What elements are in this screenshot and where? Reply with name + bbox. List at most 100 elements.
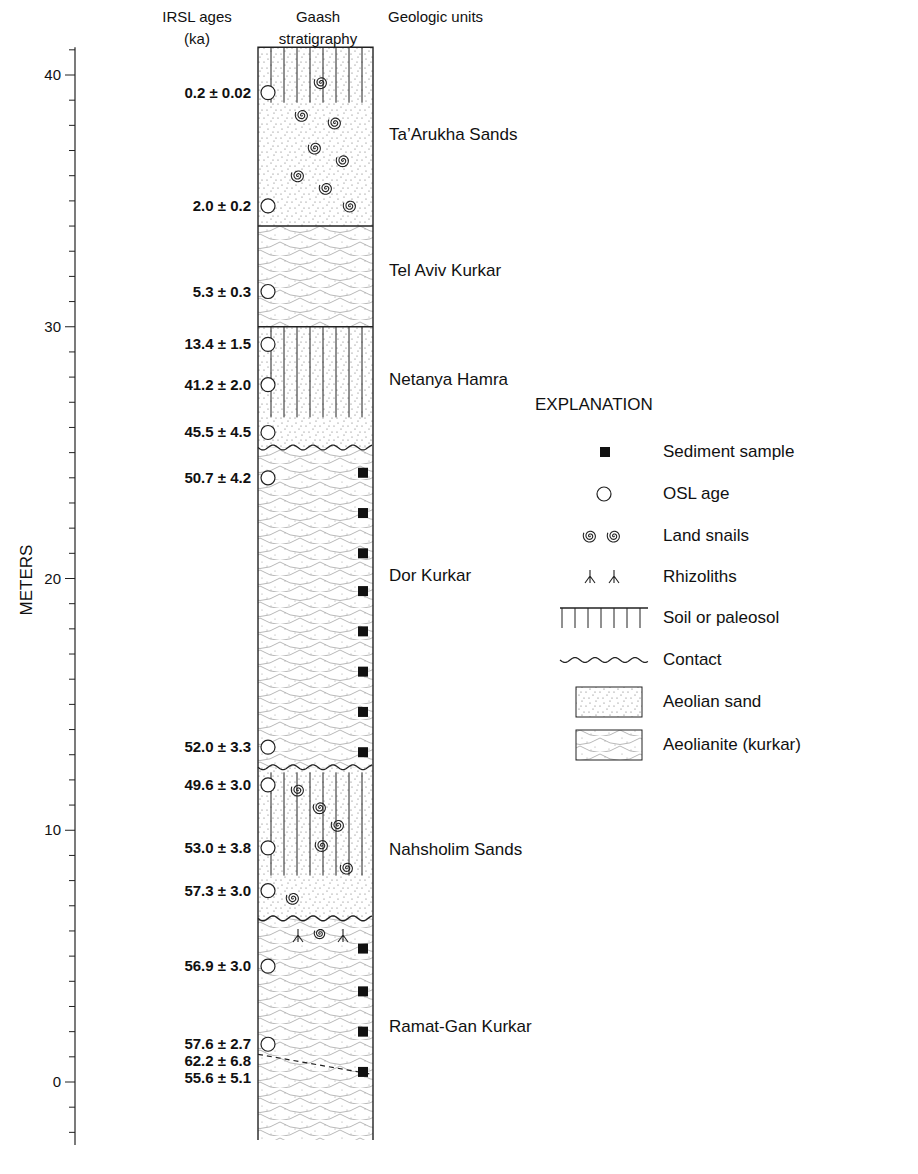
inferred-contact (258, 1054, 373, 1074)
land-snail (314, 929, 324, 938)
axis-tick (69, 1107, 75, 1108)
age-label: 2.0 ± 0.2 (193, 198, 251, 214)
age-label: 57.6 ± 2.7 (184, 1036, 251, 1052)
paleosol-line (310, 327, 311, 418)
osl-circle (261, 378, 275, 392)
axis-tick (69, 679, 75, 680)
unit-boundary (258, 326, 373, 327)
legend-text: Sediment sample (663, 443, 794, 462)
age-label: 13.4 ± 1.5 (184, 336, 251, 352)
legend-osl (597, 487, 611, 501)
osl-circle (261, 959, 275, 973)
rhizolith (585, 570, 595, 583)
paleosol-line (310, 772, 311, 875)
sediment-sample (358, 548, 368, 558)
land-snail (328, 118, 340, 129)
age-label: 62.2 ± 6.8 (184, 1053, 251, 1069)
axis-tick (69, 729, 75, 730)
axis-line (74, 47, 75, 1145)
axis-tick (69, 477, 75, 478)
paleosol-line (640, 608, 641, 628)
column-header: Gaash stratigraphy (271, 6, 366, 50)
paleosol-line (627, 608, 628, 628)
legend-text: Rhizoliths (663, 568, 737, 587)
sediment-sample (358, 707, 368, 717)
paleosol-line (297, 327, 298, 418)
axis-tick (69, 855, 75, 856)
unit-fill (258, 767, 373, 918)
age-label: 5.3 ± 0.3 (193, 284, 251, 300)
axis-tick (65, 326, 75, 327)
axis-tick (69, 1031, 75, 1032)
axis-tick (69, 956, 75, 957)
axis-tick (69, 100, 75, 101)
osl-circle (261, 778, 275, 792)
axis-tick (69, 200, 75, 201)
land-snail (343, 201, 355, 212)
land-snail (331, 821, 343, 832)
paleosol-line (562, 608, 563, 628)
axis-tick (69, 754, 75, 755)
land-snail (308, 143, 320, 154)
axis-tick (69, 1132, 75, 1133)
paleosol-line (614, 608, 615, 628)
axis-tick (69, 654, 75, 655)
axis-tick (69, 125, 75, 126)
axis-number: 30 (44, 319, 61, 335)
axis-tick (69, 226, 75, 227)
age-label: 45.5 ± 4.5 (184, 425, 251, 441)
land-snail (607, 531, 619, 542)
legend-contact (560, 658, 648, 663)
rhizolith (338, 929, 348, 942)
paleosol-line (284, 327, 285, 418)
age-label: 57.3 ± 3.0 (184, 883, 251, 899)
legend-text: Soil or paleosol (663, 609, 779, 628)
axis-tick (69, 779, 75, 780)
age-label: 41.2 ± 2.0 (184, 377, 251, 393)
axis-tick (69, 1056, 75, 1057)
unit-name: Dor Kurkar (389, 567, 471, 585)
legend-text: Land snails (663, 527, 749, 546)
axis-tick (69, 452, 75, 453)
osl-circle (261, 425, 275, 439)
paleosol-line (362, 772, 363, 875)
paleosol-line (362, 327, 363, 418)
land-snail (336, 156, 348, 167)
contact-line (258, 445, 372, 450)
axis-number: 0 (53, 1074, 61, 1090)
axis-tick (65, 75, 75, 76)
axis-tick (69, 704, 75, 705)
column-outline (258, 47, 373, 1140)
legend-text: OSL age (663, 485, 729, 504)
paleosol-line (601, 608, 602, 628)
legend-text: Contact (663, 651, 722, 670)
land-snail (314, 78, 326, 89)
land-snail (315, 841, 327, 852)
axis-title: METERS (18, 545, 36, 616)
osl-circle (261, 471, 275, 485)
axis-number: 10 (44, 822, 61, 838)
age-label: 55.6 ± 5.1 (184, 1070, 251, 1086)
axis-tick (69, 1006, 75, 1007)
land-snail (583, 531, 595, 542)
axis-tick (69, 427, 75, 428)
osl-circle (261, 285, 275, 299)
paleosol-line (362, 47, 363, 102)
axis-tick (69, 603, 75, 604)
axis-tick (69, 49, 75, 50)
axis-tick (65, 1082, 75, 1083)
osl-circle (261, 199, 275, 213)
rhizolith (293, 929, 303, 942)
legend-symbols (560, 447, 648, 760)
land-snail (291, 785, 303, 796)
unit-fill (258, 47, 373, 226)
unit-fill (258, 327, 373, 448)
sediment-sample (358, 667, 368, 677)
unit-fill (258, 918, 373, 1140)
osl-circle (261, 1037, 275, 1051)
legend-text: Aeolian sand (663, 693, 761, 712)
axis-number: 40 (44, 67, 61, 83)
axis-tick (69, 276, 75, 277)
legend-sample (600, 447, 610, 457)
